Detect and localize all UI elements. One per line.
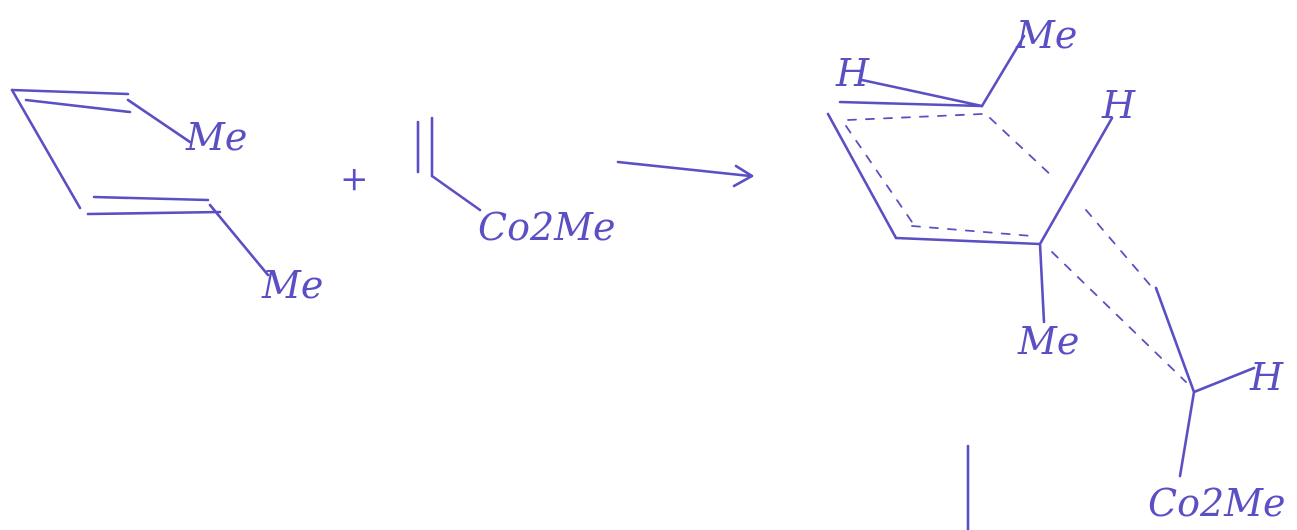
dienophile-structure: Co2Me <box>416 116 616 249</box>
ts-me-bottom-label: Me <box>1017 319 1079 363</box>
ts-h-right-label: H <box>1101 83 1136 127</box>
ts-bond-bottom <box>894 236 1042 246</box>
ts-forming-bond-b <box>1085 209 1157 293</box>
diene-bond-upper-double-a <box>10 88 130 96</box>
ts-h-left-label: H <box>835 51 870 95</box>
ts-partial-bond-inner-bottom <box>911 225 1033 237</box>
diene-me-bottom-label: Me <box>261 263 323 307</box>
ts-forming-bond-a <box>1051 251 1187 383</box>
diene-bond-to-me-bottom <box>208 203 270 277</box>
diene-me-top-label: Me <box>185 115 247 159</box>
transition-state-structure: Me H H Me H Co2Me <box>826 13 1286 525</box>
diene-bond-to-me-top <box>126 98 192 144</box>
ts-alkene-bond <box>1154 286 1196 394</box>
ts-me-top-label: Me <box>1015 13 1077 57</box>
ts-bond-to-h-alkene <box>1192 366 1256 394</box>
arrow-head <box>732 164 754 188</box>
diene-bond-lower-double-b <box>86 210 222 216</box>
ts-bond-left <box>826 112 898 240</box>
ts-bond-top <box>838 100 984 108</box>
ts-partial-bond-inner-left <box>845 125 913 223</box>
ts-bond-right-to-h <box>1038 116 1114 246</box>
diene-bond-upper-double-b <box>24 98 132 114</box>
dienophile-ester-label: Co2Me <box>478 205 616 249</box>
diene-bond-left <box>10 88 82 210</box>
ts-partial-bond-inner-right <box>989 117 1055 179</box>
plus-sign: + <box>340 159 369 199</box>
ts-h-alkene-label: H <box>1249 355 1284 399</box>
ts-partial-bond-inner-top <box>847 113 983 121</box>
arrow-shaft <box>616 160 752 178</box>
ts-bond-to-me-bottom <box>1038 242 1046 324</box>
ts-bond-to-h-left <box>860 78 984 108</box>
reaction-arrow <box>616 160 754 188</box>
ts-bond-to-me-top <box>980 34 1026 108</box>
diene-structure: Me Me <box>10 88 323 307</box>
ts-bond-to-ester <box>1178 390 1196 478</box>
diene-bond-lower-double-a <box>92 195 210 202</box>
ts-ester-label: Co2Me <box>1148 481 1286 525</box>
dienophile-bond-to-ester <box>430 174 482 212</box>
